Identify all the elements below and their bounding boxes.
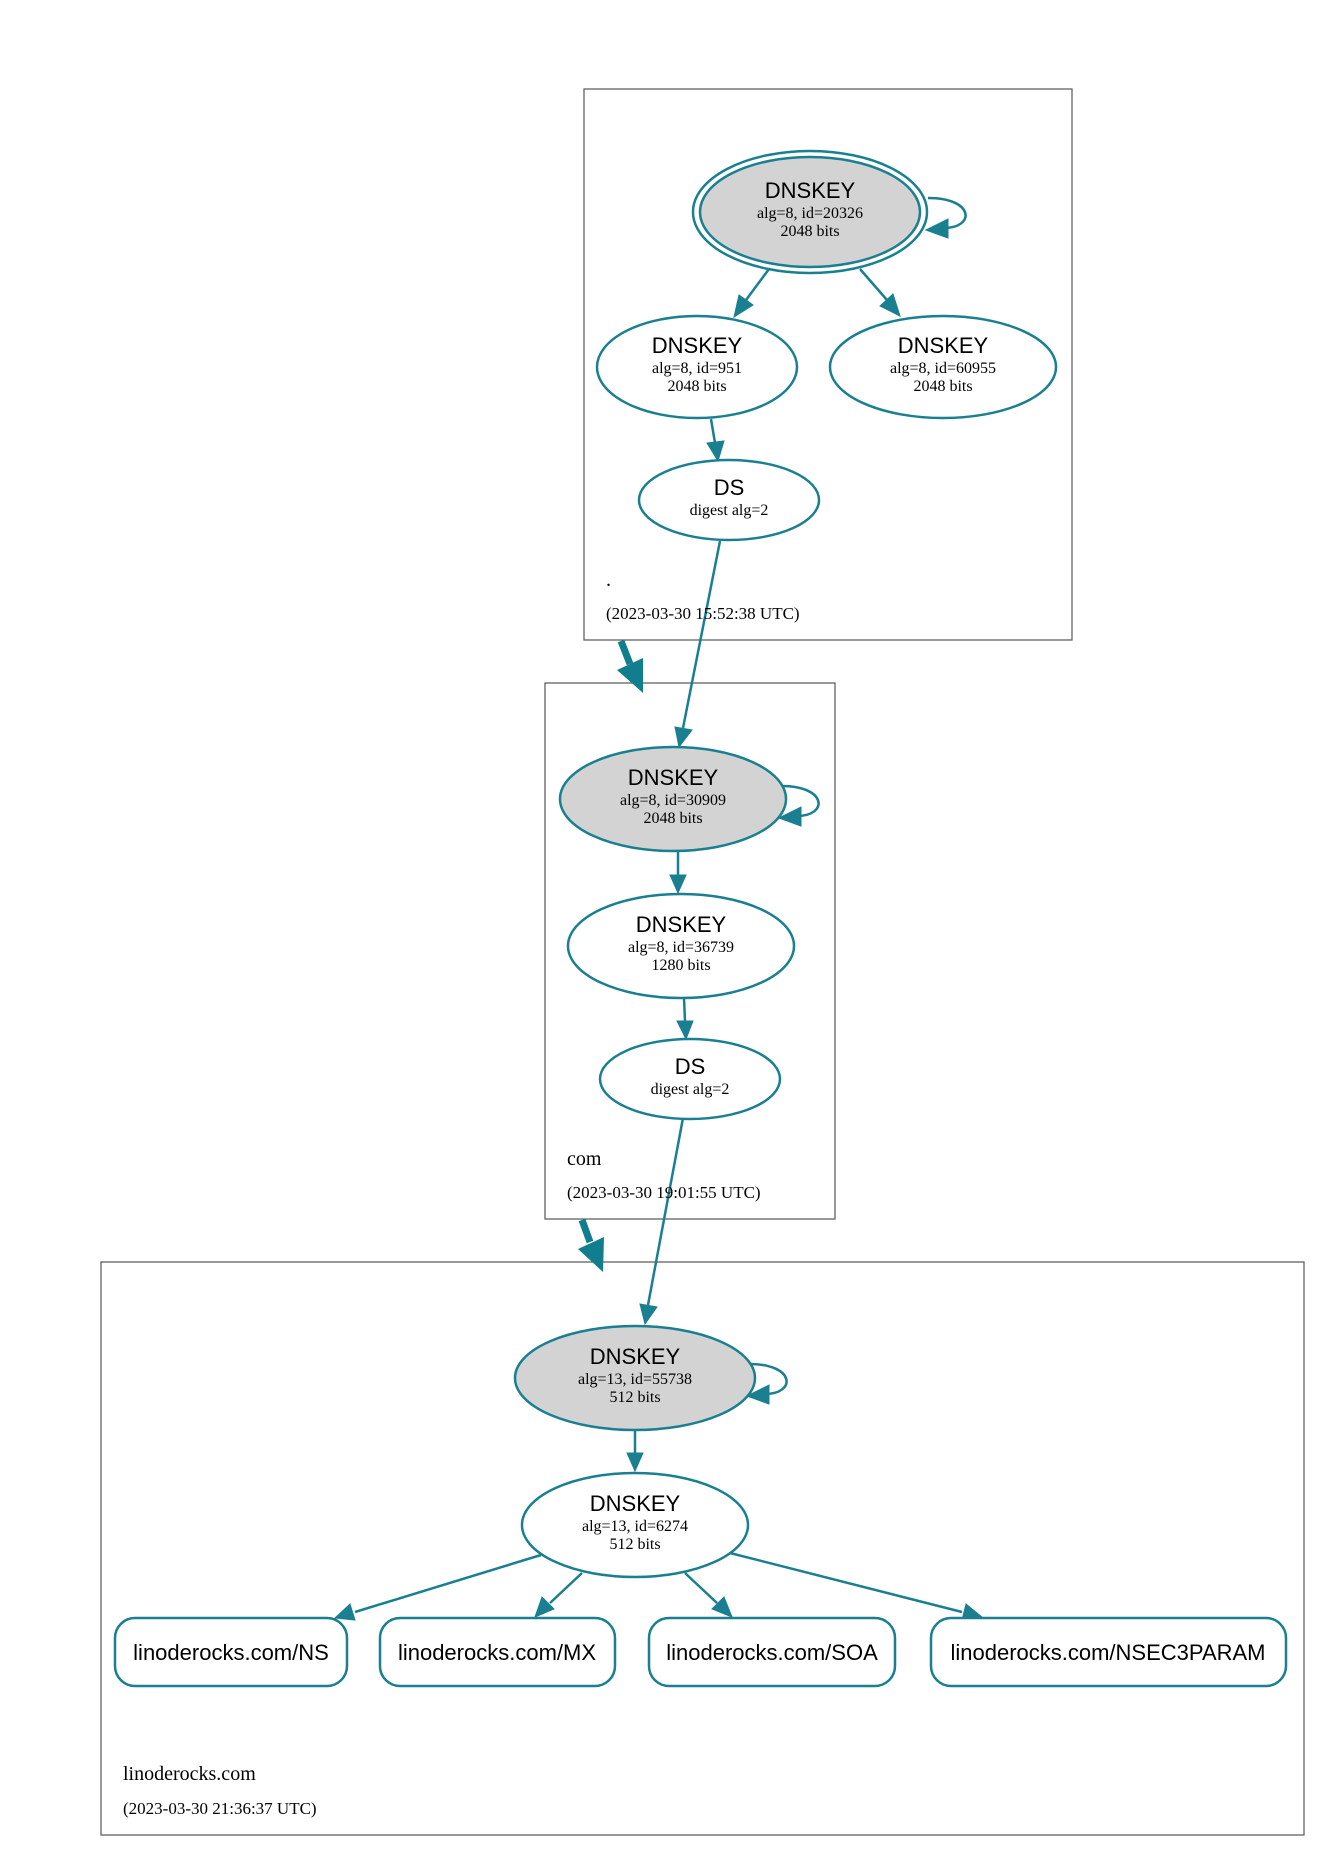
root-zsk-951-type: DNSKEY: [652, 333, 743, 358]
edge-root-ds-to-com-ksk: [674, 540, 722, 749]
root-zone-name: .: [606, 569, 611, 591]
com-zsk-size: 1280 bits: [651, 957, 710, 974]
delegation-arrow-root-to-com: [617, 639, 643, 693]
root-zsk-951-node[interactable]: DNSKEY alg=8, id=951 2048 bits: [595, 314, 799, 420]
linoderocks-ksk-type: DNSKEY: [590, 1344, 681, 1369]
root-ksk-detail: alg=8, id=20326: [757, 205, 863, 222]
root-ksk-node[interactable]: DNSKEY alg=8, id=20326 2048 bits: [691, 149, 929, 275]
com-ds-node[interactable]: DS digest alg=2: [598, 1037, 782, 1121]
linoderocks-zsk-type: DNSKEY: [590, 1491, 681, 1516]
linoderocks-zsk-node[interactable]: DNSKEY alg=13, id=6274 512 bits: [520, 1471, 750, 1579]
com-zone-name: com: [567, 1148, 602, 1170]
linoderocks-ksk-size: 512 bits: [609, 1389, 660, 1406]
rrset-mx-node[interactable]: linoderocks.com/MX: [378, 1616, 617, 1688]
com-zsk-type: DNSKEY: [636, 912, 727, 937]
root-ds-type: DS: [714, 475, 745, 500]
root-zsk-60955-type: DNSKEY: [898, 333, 989, 358]
rrset-soa-node[interactable]: linoderocks.com/SOA: [647, 1616, 897, 1688]
rrset-ns-node[interactable]: linoderocks.com/NS: [113, 1616, 349, 1688]
edge-com-ksk-to-zsk: [669, 852, 687, 895]
rrset-ns-label: linoderocks.com/NS: [133, 1640, 329, 1665]
com-ksk-type: DNSKEY: [628, 765, 719, 790]
com-ds-type: DS: [675, 1054, 706, 1079]
edge-root-ksk-self: [924, 196, 967, 239]
com-ds-detail: digest alg=2: [651, 1081, 730, 1098]
rrset-mx-label: linoderocks.com/MX: [398, 1640, 596, 1665]
linoderocks-zone-name: linoderocks.com: [123, 1763, 256, 1785]
zone-box-com: [544, 682, 836, 1220]
edge-zsk-to-mx: [534, 1572, 583, 1618]
root-ksk-size: 2048 bits: [780, 223, 839, 240]
edge-zsk-to-nsec3param: [729, 1551, 984, 1621]
com-ksk-node[interactable]: DNSKEY alg=8, id=30909 2048 bits: [558, 745, 788, 853]
edge-root-ksk-to-zsk-60955: [859, 268, 901, 317]
linoderocks-zsk-size: 512 bits: [609, 1536, 660, 1553]
com-zsk-detail: alg=8, id=36739: [628, 939, 734, 956]
root-zsk-60955-size: 2048 bits: [913, 378, 972, 395]
edge-root-zsk-951-to-ds: [706, 418, 725, 463]
linoderocks-ksk-detail: alg=13, id=55738: [578, 1371, 692, 1388]
rrset-nsec3param-node[interactable]: linoderocks.com/NSEC3PARAM: [929, 1616, 1288, 1688]
zone-box-linoderocks: [100, 1261, 1305, 1836]
edge-zsk-to-soa: [684, 1572, 733, 1618]
edge-linoderocks-ksk-to-zsk: [626, 1431, 644, 1473]
com-zone-timestamp: (2023-03-30 19:01:55 UTC): [567, 1183, 761, 1202]
com-ksk-size: 2048 bits: [643, 810, 702, 827]
root-ds-node[interactable]: DS digest alg=2: [637, 458, 821, 542]
edge-com-ksk-self: [777, 784, 820, 827]
root-ksk-type: DNSKEY: [765, 178, 856, 203]
root-zone-timestamp: (2023-03-30 15:52:38 UTC): [606, 604, 800, 623]
root-ds-detail: digest alg=2: [690, 502, 769, 519]
edge-zsk-to-ns: [333, 1553, 542, 1621]
com-zsk-node[interactable]: DNSKEY alg=8, id=36739 1280 bits: [566, 892, 796, 1000]
root-zsk-60955-node[interactable]: DNSKEY alg=8, id=60955 2048 bits: [828, 314, 1058, 420]
root-zsk-951-size: 2048 bits: [667, 378, 726, 395]
delegation-arrow-com-to-linoderocks: [578, 1218, 604, 1272]
edge-com-ds-to-linoderocks-ksk: [639, 1117, 685, 1326]
com-ksk-detail: alg=8, id=30909: [620, 792, 726, 809]
zone-box-root: [583, 88, 1073, 641]
edge-com-zsk-to-ds: [676, 997, 694, 1041]
linoderocks-zone-timestamp: (2023-03-30 21:36:37 UTC): [123, 1799, 317, 1818]
root-zsk-60955-detail: alg=8, id=60955: [890, 360, 996, 377]
root-zsk-951-detail: alg=8, id=951: [652, 360, 742, 377]
rrset-soa-label: linoderocks.com/SOA: [666, 1640, 878, 1665]
edge-linoderocks-ksk-self: [745, 1362, 788, 1405]
edge-root-ksk-to-zsk-951: [733, 268, 771, 319]
linoderocks-zsk-detail: alg=13, id=6274: [582, 1518, 688, 1535]
linoderocks-ksk-node[interactable]: DNSKEY alg=13, id=55738 512 bits: [513, 1324, 757, 1432]
rrset-nsec3param-label: linoderocks.com/NSEC3PARAM: [950, 1640, 1265, 1665]
